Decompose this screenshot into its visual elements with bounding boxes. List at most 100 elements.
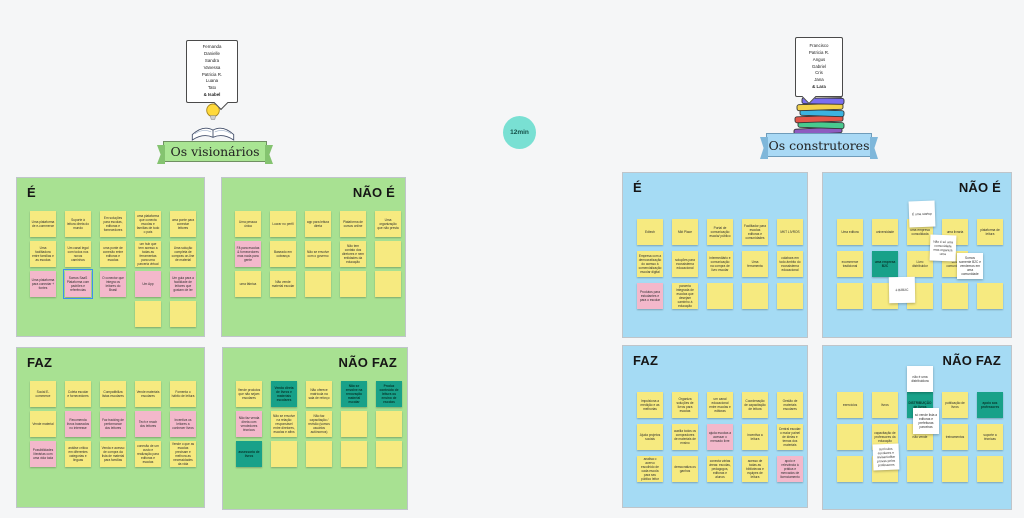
sticky-note[interactable]: livros <box>872 392 898 418</box>
sticky-note[interactable]: auxilia todos os compradores de materiai… <box>672 424 698 450</box>
sticky-note[interactable]: publicação de livros <box>942 392 968 418</box>
sticky-note[interactable]: ajuda escolas a acessar o mercado livre <box>707 424 733 450</box>
sticky-note[interactable] <box>341 441 367 467</box>
sticky-note[interactable] <box>376 441 402 467</box>
sticky-note[interactable]: democratiza os ganhos <box>672 456 698 482</box>
sticky-note[interactable] <box>942 283 968 309</box>
sticky-note[interactable]: uma plataforma que conecta escolas e fam… <box>135 211 161 237</box>
sticky-note[interactable] <box>135 301 161 327</box>
sticky-note[interactable]: Ajuda projetos sociais <box>637 424 663 450</box>
sticky-note[interactable]: colabora em todo âmbito do ecossistema e… <box>777 251 803 277</box>
sticky-note[interactable]: Coleta escolar e fornecedores <box>65 381 91 407</box>
sticky-note[interactable]: Venda e acesso de compra da lista de mat… <box>100 441 126 467</box>
sticky-note[interactable] <box>837 283 863 309</box>
sticky-note[interactable]: apoio aos professores <box>977 392 1003 418</box>
sticky-note[interactable] <box>305 271 331 297</box>
sticky-note[interactable]: análise crítica em diferentes categorias… <box>65 441 91 467</box>
sticky-note[interactable]: treinamentos <box>942 424 968 450</box>
sticky-note[interactable]: MKT LIVROS <box>777 219 803 245</box>
sticky-note[interactable]: Empresa com a democratização do acesso à… <box>637 251 663 277</box>
sticky-note[interactable]: exercícios <box>837 392 863 418</box>
sticky-note[interactable]: acesso de todas as bibliotecas e equipes… <box>742 456 768 482</box>
sticky-note[interactable]: Um App <box>135 271 161 297</box>
sticky-note[interactable]: Edtech <box>637 219 663 245</box>
sticky-note[interactable]: Não tem contato dos diretores e nem enti… <box>340 241 366 267</box>
sticky-note[interactable]: Incentiva os leitores a conhecer livros <box>170 411 196 437</box>
sticky-note[interactable]: Fã para escolas & fornecedores mas nada … <box>235 241 261 267</box>
sticky-note[interactable]: Mkt Place <box>672 219 698 245</box>
sticky-note[interactable]: plataforma de leitura <box>977 219 1003 245</box>
sticky-note[interactable] <box>907 456 933 482</box>
sticky-note[interactable]: Venda direta de livros e materiais escol… <box>271 381 297 407</box>
sticky-note[interactable]: apoio e relevância à prática e mercados … <box>777 456 803 482</box>
sticky-note[interactable]: O conector que integra os leitores do Br… <box>100 271 126 297</box>
sticky-note[interactable]: conexão de um custo e realização para ed… <box>135 441 161 467</box>
sticky-note[interactable]: Uma pessoa única <box>235 211 261 237</box>
sticky-note[interactable]: assessoria de livros <box>236 441 262 467</box>
sticky-note[interactable]: Fomenta o hábito de leitura <box>170 381 196 407</box>
sticky-note[interactable] <box>742 283 768 309</box>
sticky-note[interactable]: Não se envolve com o governo <box>305 241 331 267</box>
sticky-note[interactable]: Não faz venda direta com vendedores técn… <box>236 411 262 437</box>
timer-badge[interactable]: 12min <box>503 116 536 149</box>
sticky-note[interactable]: incentiva a leitura <box>742 424 768 450</box>
sticky-note[interactable]: analisa o acervo escolhido de cada escol… <box>637 456 663 482</box>
sticky-note[interactable]: Não se envolve na renovação material esc… <box>341 381 367 407</box>
sticky-note[interactable]: Uma plataforma de e-commerce <box>30 211 56 237</box>
sticky-note[interactable] <box>837 456 863 482</box>
sticky-note[interactable]: parceria integrada de escolas que deseja… <box>672 283 698 309</box>
sticky-note[interactable]: Produtos para estudantes e para o escola… <box>637 283 663 309</box>
sticky-note[interactable]: um canal educacional entre escolas e edi… <box>707 392 733 418</box>
sticky-note[interactable]: Vende o que as escolas precisam e melhor… <box>170 441 196 467</box>
sticky-note[interactable]: Vende material <box>30 411 56 437</box>
sticky-note[interactable]: uma fábrica <box>235 271 261 297</box>
sticky-note[interactable] <box>837 424 863 450</box>
sticky-note[interactable]: Plataforma de cursos online <box>340 211 366 237</box>
sticky-note[interactable]: Suporte à leitura direta do mundo <box>65 211 91 237</box>
sticky-note[interactable]: Uma editora <box>837 219 863 245</box>
sticky-note[interactable]: Em soluções para escolas, editoras e for… <box>100 211 126 237</box>
sticky-note[interactable]: Somos SaaS Plataforma com padrões e refe… <box>63 269 93 299</box>
sticky-note[interactable] <box>271 441 297 467</box>
sticky-note[interactable]: Organiza soluções de livros para escolas <box>672 392 698 418</box>
sticky-note[interactable]: Central escolar: o maior painel de ideia… <box>777 424 803 450</box>
sticky-note[interactable]: Possibilidades literárias com uma vida t… <box>30 441 56 467</box>
sticky-note[interactable]: suporte a técnicas <box>977 424 1003 450</box>
sticky-note[interactable]: Recomenda livros baseados no interesse <box>65 411 91 437</box>
sticky-note[interactable] <box>376 411 402 437</box>
sticky-note[interactable]: uma empresa B2C <box>872 251 898 277</box>
sticky-note[interactable]: universidade <box>872 219 898 245</box>
quadrant-visionarios-nao-faz[interactable]: NÃO FAZ Vende produtos que não sejam esc… <box>222 347 408 510</box>
sticky-note-white[interactable]: Somos somente B2C e vendemos em uma comu… <box>957 253 983 279</box>
sticky-note[interactable]: Vende produtos que não sejam escolares <box>236 381 262 407</box>
sticky-note[interactable] <box>340 271 366 297</box>
sticky-note[interactable] <box>942 456 968 482</box>
sticky-note[interactable] <box>977 283 1003 309</box>
sticky-note[interactable]: Gestão de materiais escolares <box>777 392 803 418</box>
sticky-note[interactable]: Uma ferramenta <box>742 251 768 277</box>
sticky-note[interactable] <box>707 283 733 309</box>
sticky-note[interactable]: Social E-commerce <box>30 381 56 407</box>
sticky-note[interactable]: Livro distribuidor <box>907 251 933 277</box>
sticky-note[interactable]: Faz tracking de performance dos leitores <box>100 411 126 437</box>
sticky-note[interactable]: app para leitura direta <box>305 211 331 237</box>
sticky-note[interactable]: Uma solução completa de compras on-line … <box>170 241 196 267</box>
sticky-note[interactable]: Um canal legal com todos nos novos camin… <box>65 241 91 267</box>
sticky-note[interactable] <box>375 271 401 297</box>
sticky-note[interactable]: Baseado em cobrança <box>270 241 296 267</box>
sticky-note[interactable]: Uma organização que não presta <box>375 211 401 237</box>
sticky-note[interactable]: Coordenação de capacitação de leitura <box>742 392 768 418</box>
sticky-note[interactable] <box>977 456 1003 482</box>
sticky-note[interactable]: ecommerce tradicional <box>837 251 863 277</box>
sticky-note[interactable] <box>375 241 401 267</box>
sticky-note[interactable]: Não se envolve na relação responsável en… <box>271 411 297 437</box>
lightbulb-open-book-illustration[interactable] <box>186 100 240 146</box>
sticky-note[interactable]: Vende materiais escolares <box>135 381 161 407</box>
sticky-note[interactable] <box>777 283 803 309</box>
